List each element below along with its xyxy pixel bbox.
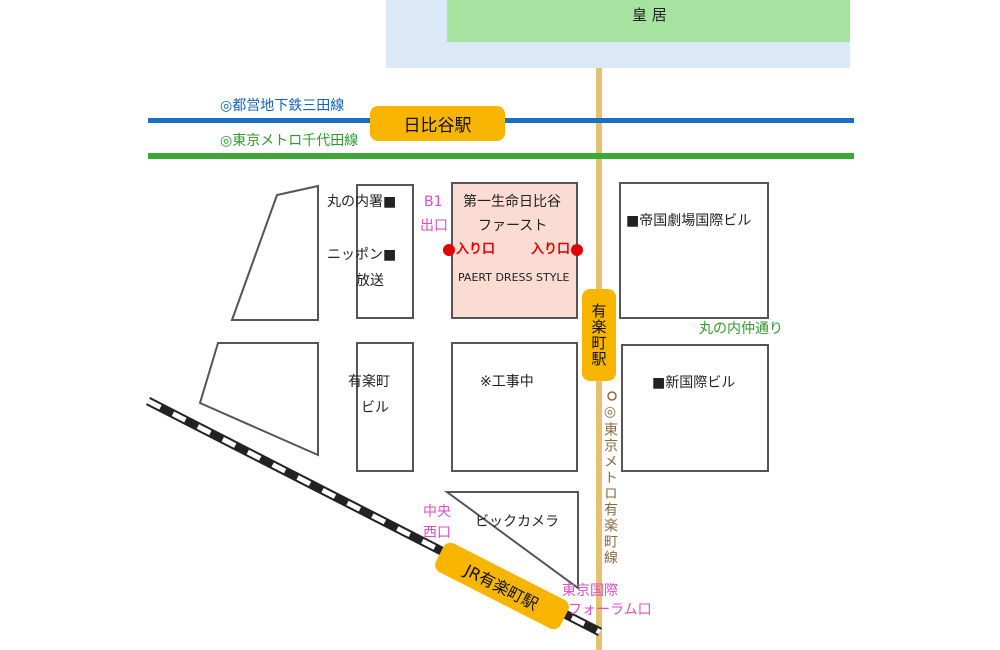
hibiya-station-badge: 日比谷駅 [370, 106, 505, 141]
teikoku-gekijo-label: ■帝国劇場国際ビル [626, 213, 752, 229]
palace-label: 皇 居 [632, 6, 667, 24]
shop-name-label: PAERT DRESS STYLE [458, 271, 570, 284]
yurakucho-line-marker [607, 391, 617, 401]
entrance-right-label: 入り口 [531, 242, 571, 257]
chiyoda-line-track [148, 153, 854, 159]
marunouchi-police-label: 丸の内署■ [327, 194, 397, 210]
entrance-left-dot [443, 244, 455, 256]
exit-b1-label-2: 出口 [420, 218, 448, 234]
entrance-right-dot [571, 244, 583, 256]
bic-camera-label: ビックカメラ [475, 514, 559, 530]
forum-exit-label-2: フォーラム口 [568, 602, 652, 618]
entrance-left-label: 入り口 [456, 242, 496, 257]
building-construction [451, 342, 578, 472]
yurakucho-bldg-label-2: ビル [361, 400, 389, 416]
yurakucho-line-label: ◎東京メトロ有楽町線 [602, 404, 618, 566]
palace-grounds [447, 0, 850, 42]
daiichi-seimei-label-1: 第一生命日比谷 [463, 194, 561, 210]
yurakucho-bldg-label-1: 有楽町 [348, 374, 390, 390]
construction-label: ※工事中 [480, 374, 534, 390]
yurakucho-station-badge: 有楽町駅 [582, 289, 616, 381]
building-left-lower [198, 342, 319, 457]
chiyoda-line-label: ◎東京メトロ千代田線 [220, 133, 359, 149]
building-shin-kokusai [621, 344, 769, 472]
building-bic-camera [443, 491, 579, 590]
nippon-broadcasting-label-2: 放送 [356, 273, 384, 289]
building-marunouchi-police [356, 184, 414, 319]
building-teikoku-gekijo [619, 182, 769, 319]
mita-line-label: ◎都営地下鉄三田線 [220, 98, 345, 114]
central-west-exit-label-2: 西口 [423, 525, 451, 541]
building-yurakucho [356, 342, 414, 472]
nippon-broadcasting-label-1: ニッポン■ [327, 247, 397, 263]
building-daiichi-seimei [451, 182, 578, 319]
marunouchi-naka-dori-label: 丸の内仲通り [699, 321, 783, 337]
central-west-exit-label-1: 中央 [423, 504, 451, 520]
shin-kokusai-label: ■新国際ビル [652, 375, 736, 391]
building-left-upper [230, 184, 319, 321]
exit-b1-label-1: B1 [424, 194, 443, 210]
forum-exit-label-1: 東京国際 [562, 583, 618, 599]
daiichi-seimei-label-2: ファースト [478, 218, 548, 234]
